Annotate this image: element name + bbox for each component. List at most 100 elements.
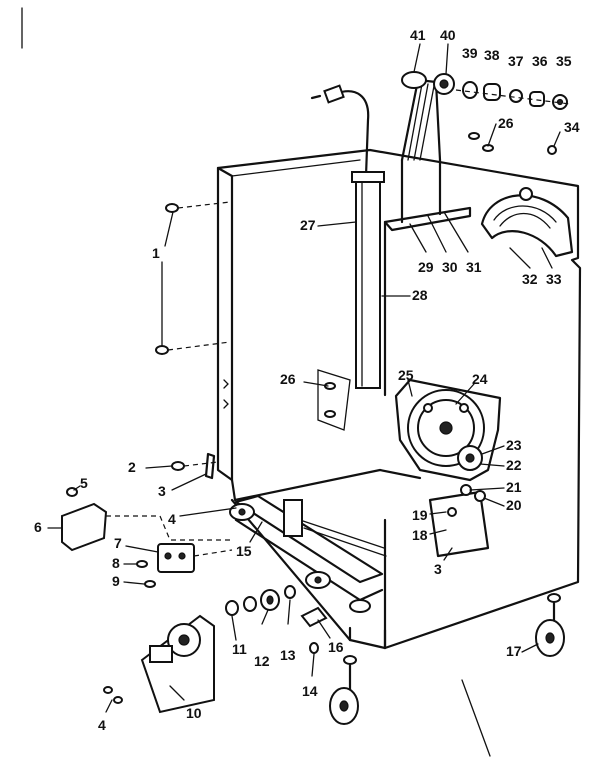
switch-terminal [164,552,172,560]
leader-25 [407,379,413,397]
cabinet-notch [223,379,229,389]
leader-32 [509,247,531,269]
duct-top-clamp [351,171,385,183]
leader-41 [413,43,421,73]
label-8: 8 [112,555,120,571]
clip-3 [204,452,216,480]
leader-40 [445,43,449,75]
part-33-arc [493,205,557,223]
leader-26-top [487,123,497,147]
shaft-parts [401,71,571,110]
screw-26-top [468,132,480,140]
part-41-housing [401,71,427,89]
screw-4-b [113,696,123,704]
label-33: 33 [546,271,562,287]
label-21: 21 [506,479,522,495]
switch-axis [193,549,233,557]
leader-18 [429,529,447,535]
switch-terminal-2 [178,552,186,560]
gas-valve-assembly [103,614,215,714]
label-15: 15 [236,543,252,559]
part-26-plate [317,369,351,431]
ring-13 [284,585,296,599]
drive-belt-inner [303,527,387,557]
cabinet-notch-2 [223,399,229,409]
screw-1-bottom [155,345,169,355]
rear-foot-mount [349,599,371,613]
label-11: 11 [232,641,247,657]
motor-pulley-center [465,453,475,463]
caster-front-top [343,655,357,665]
label-28: 28 [412,287,428,303]
screw-8 [136,560,148,568]
label-36: 36 [532,53,548,69]
screw-26-mid-2 [324,410,336,418]
screw-1-top-axis [177,201,231,209]
label-12: 12 [254,653,270,669]
leader-10 [169,685,185,701]
leader-5 [73,485,81,491]
leader-23 [481,445,505,455]
label-3-left: 3 [158,483,166,499]
leader-4-bottom [105,699,113,713]
label-14: 14 [302,683,318,699]
screw-34 [547,145,557,155]
part-38-bushing [483,83,501,101]
leader-24 [455,383,475,405]
leader-1a [164,211,174,247]
valve-center [178,634,190,646]
leader-13 [287,599,291,625]
base-bracket [283,499,303,537]
leader-7 [125,545,159,553]
lint-chute-line [407,83,423,161]
label-25: 25 [398,367,414,383]
label-16: 16 [328,639,344,655]
label-26-top: 26 [498,115,514,131]
label-39: 39 [462,45,478,61]
leader-2 [145,465,173,469]
screw-1-top [165,203,179,213]
cabinet [216,148,582,650]
terminal-block-6 [61,502,108,552]
washer-11 [225,600,239,616]
label-40: 40 [440,27,456,43]
cabinet-top-inner [231,159,361,177]
label-34: 34 [564,119,580,135]
terminal-block [61,487,230,552]
lint-chute-line-3 [419,85,435,161]
motor-mount-plate [394,378,502,482]
caster-rear [535,593,565,657]
dimension-line [461,679,491,757]
leader-22 [479,463,505,467]
part-labels: 1 2 3 3 4 4 5 6 7 8 9 10 11 12 13 14 15 … [34,27,580,733]
label-2: 2 [128,459,136,475]
leader-27 [317,221,357,227]
leader-9 [123,581,145,585]
plug-prong [310,94,322,100]
label-10: 10 [186,705,202,721]
leader-14 [311,653,315,677]
leader-11 [231,615,237,641]
leader-17 [521,643,539,653]
part-32-support [480,194,574,258]
screws-1 [155,201,231,355]
leader-16 [317,619,331,639]
label-19: 19 [412,507,428,523]
power-cord [310,84,370,178]
label-30: 30 [442,259,458,275]
leader-29 [409,223,427,253]
leader-34 [553,131,561,147]
leader-21 [469,487,505,491]
switch-assembly [136,543,233,588]
part-37-washer [509,89,523,103]
leader-12 [261,609,269,625]
lower-bracket [428,484,490,558]
motor-bolt [423,403,433,413]
label-38: 38 [484,47,500,63]
wire-route [106,515,230,541]
spacer [243,596,257,612]
label-3-right: 3 [434,561,442,577]
motor-bolt-2 [459,403,469,413]
part-20-washer [474,490,486,502]
